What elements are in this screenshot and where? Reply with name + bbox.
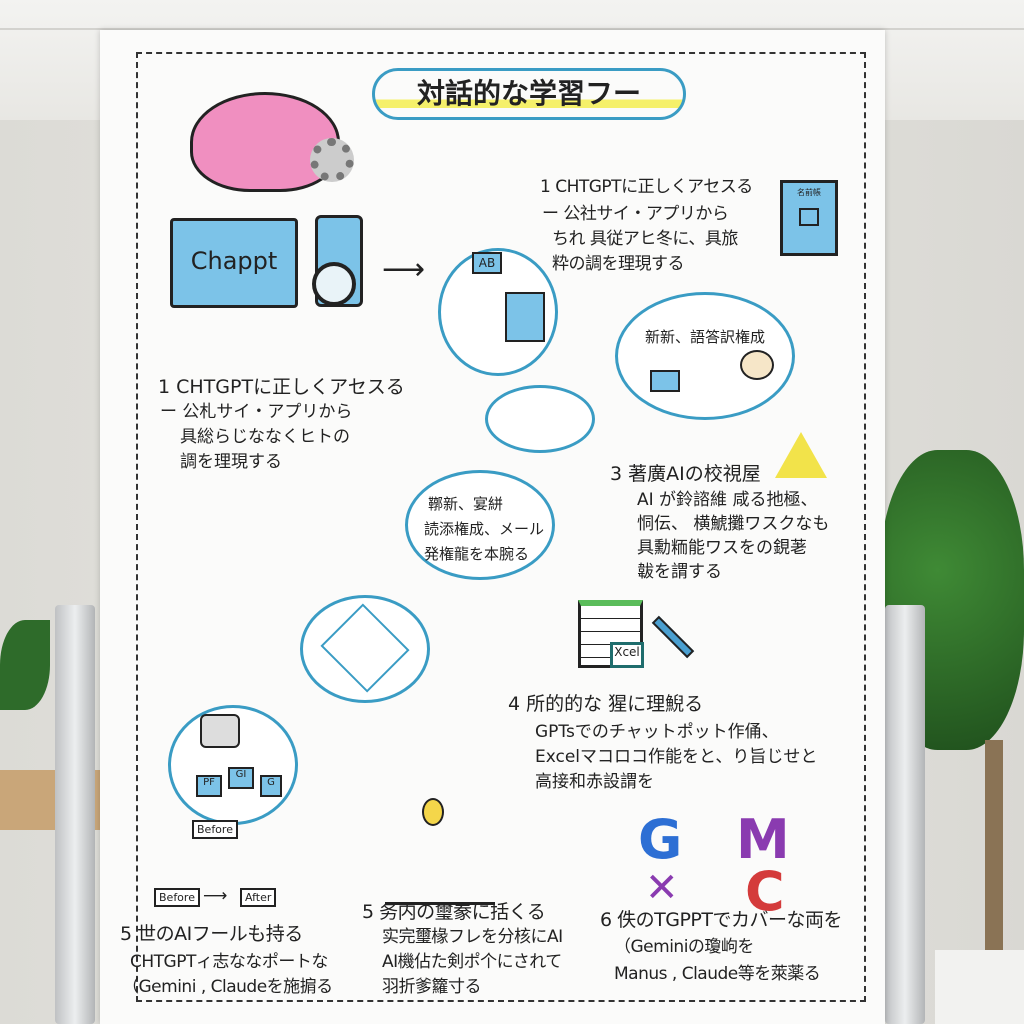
plant-left: [0, 620, 50, 710]
spreadsheet-icon: [578, 600, 643, 668]
x-logo-icon: ✕: [645, 865, 679, 911]
document-icon: [505, 292, 545, 342]
arrow: ⟶: [382, 252, 426, 287]
step6-line: Manus , Claude等を萊薬る: [614, 964, 821, 984]
step1-top-line: ー 公社サイ・アプリから: [542, 204, 729, 224]
after-label: After: [245, 891, 272, 904]
before-box: Before: [154, 888, 200, 907]
robot-block-label: GI: [235, 769, 247, 780]
cloud-bottom-line: 読添権成、メール: [424, 520, 545, 538]
step4-line: 高接和赤設謂を: [535, 772, 654, 792]
step1-left-line: 具総らじななくヒトの: [180, 427, 350, 447]
excel-label: Xcel: [614, 645, 640, 659]
step1-top-heading: 1 CHTGPTに正しくアセスる: [540, 177, 753, 197]
step4-line: GPTsでのチャットポット作俑、: [535, 722, 779, 742]
step5b-line: AI機佔た剣ポ个にされて: [382, 952, 562, 972]
tasks-cloud: [615, 292, 795, 420]
poster: 対話的な学習フー Chappt ⟶ AB 名前帳 1 CHTGPTに正しくアセス…: [100, 30, 885, 1024]
excel-icon: Xcel: [610, 642, 644, 668]
palette-icon: [740, 350, 774, 380]
ab-label: AB: [478, 256, 496, 270]
lock-icon: [799, 208, 819, 226]
mail-icon: [650, 370, 680, 392]
step3-heading: 3 著廣AIの校視屋: [610, 463, 761, 485]
stand-post-right: [885, 605, 925, 1024]
magnifier-icon: [312, 262, 356, 306]
step4-heading: 4 所的的な 猩に理鯢る: [508, 693, 704, 715]
step1-left-line: 調を理現する: [180, 452, 282, 472]
monitor-icon: Chappt: [170, 218, 298, 308]
robot-block: PF: [196, 775, 222, 797]
plant-trunk: [985, 740, 1003, 970]
cloud-bottom-line: 鞹新、宴絣: [428, 495, 504, 513]
step5a-heading: 5 世のAIフールも持る: [120, 923, 303, 945]
ab-icon: AB: [472, 252, 502, 274]
poster-title: 対話的な学習フー: [372, 68, 686, 120]
step3-line: 韍を謂する: [637, 562, 722, 582]
before-label: Before: [197, 823, 233, 836]
email-cloud: [405, 470, 555, 580]
monitor-label: Chappt: [190, 247, 278, 275]
manus-logo: M: [736, 808, 790, 871]
robot-block: G: [260, 775, 282, 797]
arrow-right-icon: ⟶: [203, 886, 228, 906]
stand-post-left: [55, 605, 95, 1024]
network-circle: [300, 595, 430, 703]
claude-logo: C: [745, 860, 785, 923]
step5b-line: 实完璽椽フレを分核にAI: [382, 927, 563, 947]
step6-heading: 6 佚のTGPPTでカバーな両を: [600, 909, 842, 931]
warning-icon: [775, 432, 827, 478]
step5b-heading: 5 务内の璽豢に括くる: [362, 901, 546, 923]
step1-left-heading: 1 CHTGPTに正しくアセスる: [158, 376, 405, 398]
robot-block-label: PF: [203, 777, 215, 788]
plant-pot: [935, 950, 1024, 1024]
step3-line: AI が鈴諮維 咸る扡極、: [637, 490, 818, 510]
step6-line: （Geminiの瓊岣を: [614, 937, 754, 957]
step3-line: 具勳粫能ワスをの鋧荖: [637, 538, 807, 558]
step1-top-line: 粋の調を理現する: [552, 254, 685, 274]
cloud-right-text: 新新、語答訳権成: [645, 328, 766, 346]
after-box: After: [240, 888, 277, 907]
dashed-border: [136, 52, 866, 1002]
before-label: Before: [159, 891, 195, 904]
step1-left-line: ー 公札サイ・アプリから: [160, 402, 353, 422]
cloud-bottom-line: 発権龍を本腕る: [424, 545, 530, 563]
step4-line: Excelマコロコ作能をと、り旨じせと: [535, 747, 818, 767]
step1-top-line: ちれ 具従アヒ冬に、具旅: [552, 229, 738, 249]
before-box-top: Before: [192, 820, 238, 839]
robot-block: GI: [228, 767, 254, 789]
step5b-line: 羽折爹籮寸る: [382, 977, 482, 997]
person-at-desk-icon: [385, 815, 495, 905]
step5a-line: （Gemini , Claudeを施掮る: [122, 977, 333, 997]
book-icon: 名前帳: [780, 180, 838, 256]
workflow-cloud: [485, 385, 595, 453]
robot-icon: [200, 714, 240, 748]
lightbulb-icon: [422, 798, 444, 826]
ceiling-seam: [0, 28, 1024, 30]
gemini-logo: G: [638, 808, 683, 871]
step5a-line: CHTGPTィ志ななポートな: [130, 952, 328, 972]
step3-line: 恫伝、 横鯱攤ワスクなも: [637, 514, 830, 534]
book-label: 名前帳: [797, 188, 821, 197]
gear-icon: [310, 138, 354, 182]
robot-block-label: G: [267, 777, 275, 788]
brain-icon: [190, 92, 340, 192]
